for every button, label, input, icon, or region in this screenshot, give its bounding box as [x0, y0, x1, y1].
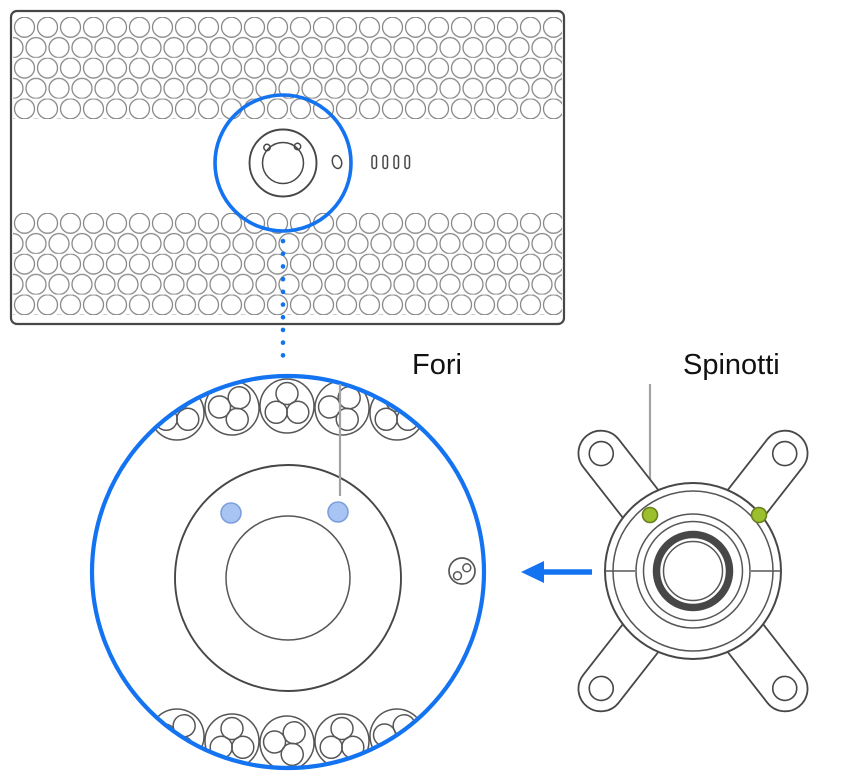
- zoom-circle-content: [138, 378, 476, 766]
- release-latch-outline: [448, 557, 476, 585]
- display-back-panel: [9, 9, 566, 326]
- vent-slot: [404, 154, 411, 170]
- vent-slots: [371, 154, 411, 170]
- zoom-mount-outer-circle: [174, 464, 402, 692]
- adapter-center-opening: [662, 540, 724, 602]
- release-latch-hole: [452, 571, 463, 581]
- callout-fori: Fori: [338, 349, 462, 496]
- zoom-detail-circle: [89, 373, 487, 771]
- mount-outer-circle: [248, 128, 318, 198]
- lattice-top-band: [13, 17, 562, 119]
- mount-hole-right: [293, 142, 302, 151]
- adapter-collar-inner: [642, 520, 744, 622]
- adapter-collar-outer: [635, 513, 751, 629]
- latch-notch: [331, 154, 343, 170]
- zoom-circle-border: [89, 373, 487, 771]
- release-latch-icon: [448, 557, 476, 585]
- vent-slot: [393, 154, 400, 170]
- release-latch-hole: [462, 563, 472, 573]
- adapter-body: [568, 420, 818, 722]
- mount-inner-circle: [261, 141, 305, 185]
- mount-point: [248, 128, 343, 198]
- zoom-mount-inner-circle: [225, 515, 351, 641]
- callout-highlight-ring: [213, 93, 353, 233]
- mount-hole-left: [263, 143, 271, 152]
- pin-hole-left: [220, 502, 242, 524]
- adapter-pin-left: [641, 506, 659, 524]
- vent-slot: [371, 154, 378, 170]
- adapter-threaded-ring: [652, 530, 734, 612]
- insert-direction-arrow-icon: [521, 561, 592, 583]
- adapter-pin-right: [750, 506, 768, 524]
- vesa-mount-adapter: [568, 420, 818, 722]
- arrow-head: [521, 561, 544, 583]
- pin-hole-right: [327, 501, 349, 523]
- lattice-bottom-band: [13, 213, 562, 315]
- spinotti-label: Spinotti: [683, 349, 780, 381]
- fori-label: Fori: [412, 349, 462, 381]
- vent-slot: [382, 154, 389, 170]
